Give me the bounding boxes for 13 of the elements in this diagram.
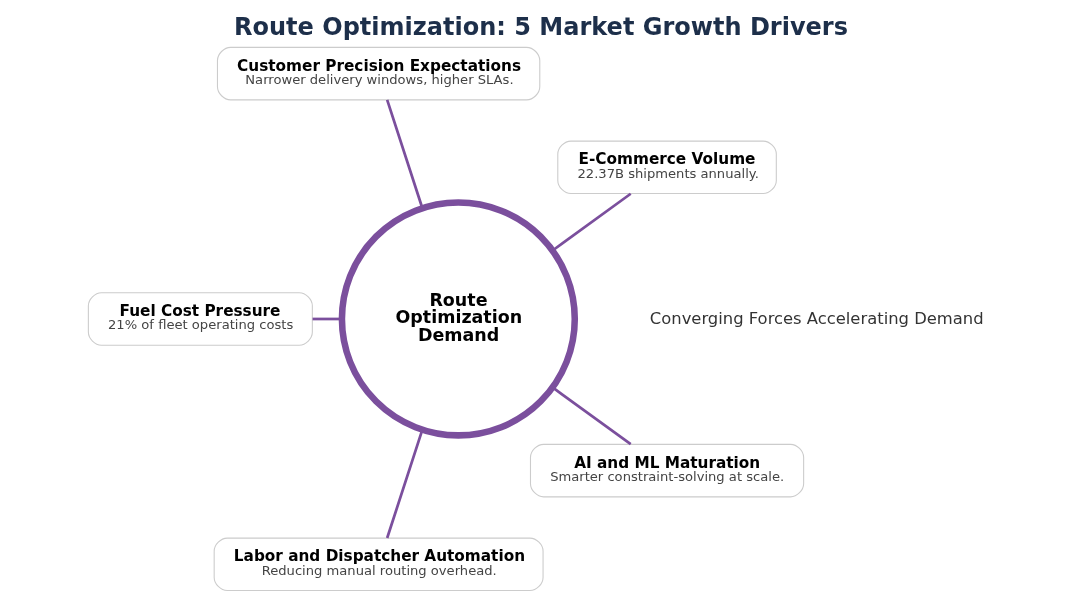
node-box: Fuel Cost Pressure 21% of fleet operating costs	[87, 292, 313, 346]
connector	[551, 386, 631, 446]
connector	[312, 317, 341, 321]
connector	[385, 99, 423, 209]
connector	[385, 429, 423, 539]
diagram-title: Route Optimization: 5 Market Growth Drivers	[233, 12, 848, 41]
node-box: Customer Precision Expectations Narrower delivery windows, higher SLAs.	[216, 46, 540, 101]
node-circle: Route Optimization Demand	[338, 199, 578, 439]
node-box: AI and ML Maturation Smarter constraint-solving at scale.	[529, 443, 804, 498]
connector	[551, 192, 631, 252]
node-box: E-Commerce Volume 22.37B shipments annually.	[556, 140, 777, 195]
label: Converging Forces Accelerating Demand	[649, 308, 984, 328]
node-box: Labor and Dispatcher Automation Reducing manual routing overhead.	[213, 537, 544, 592]
